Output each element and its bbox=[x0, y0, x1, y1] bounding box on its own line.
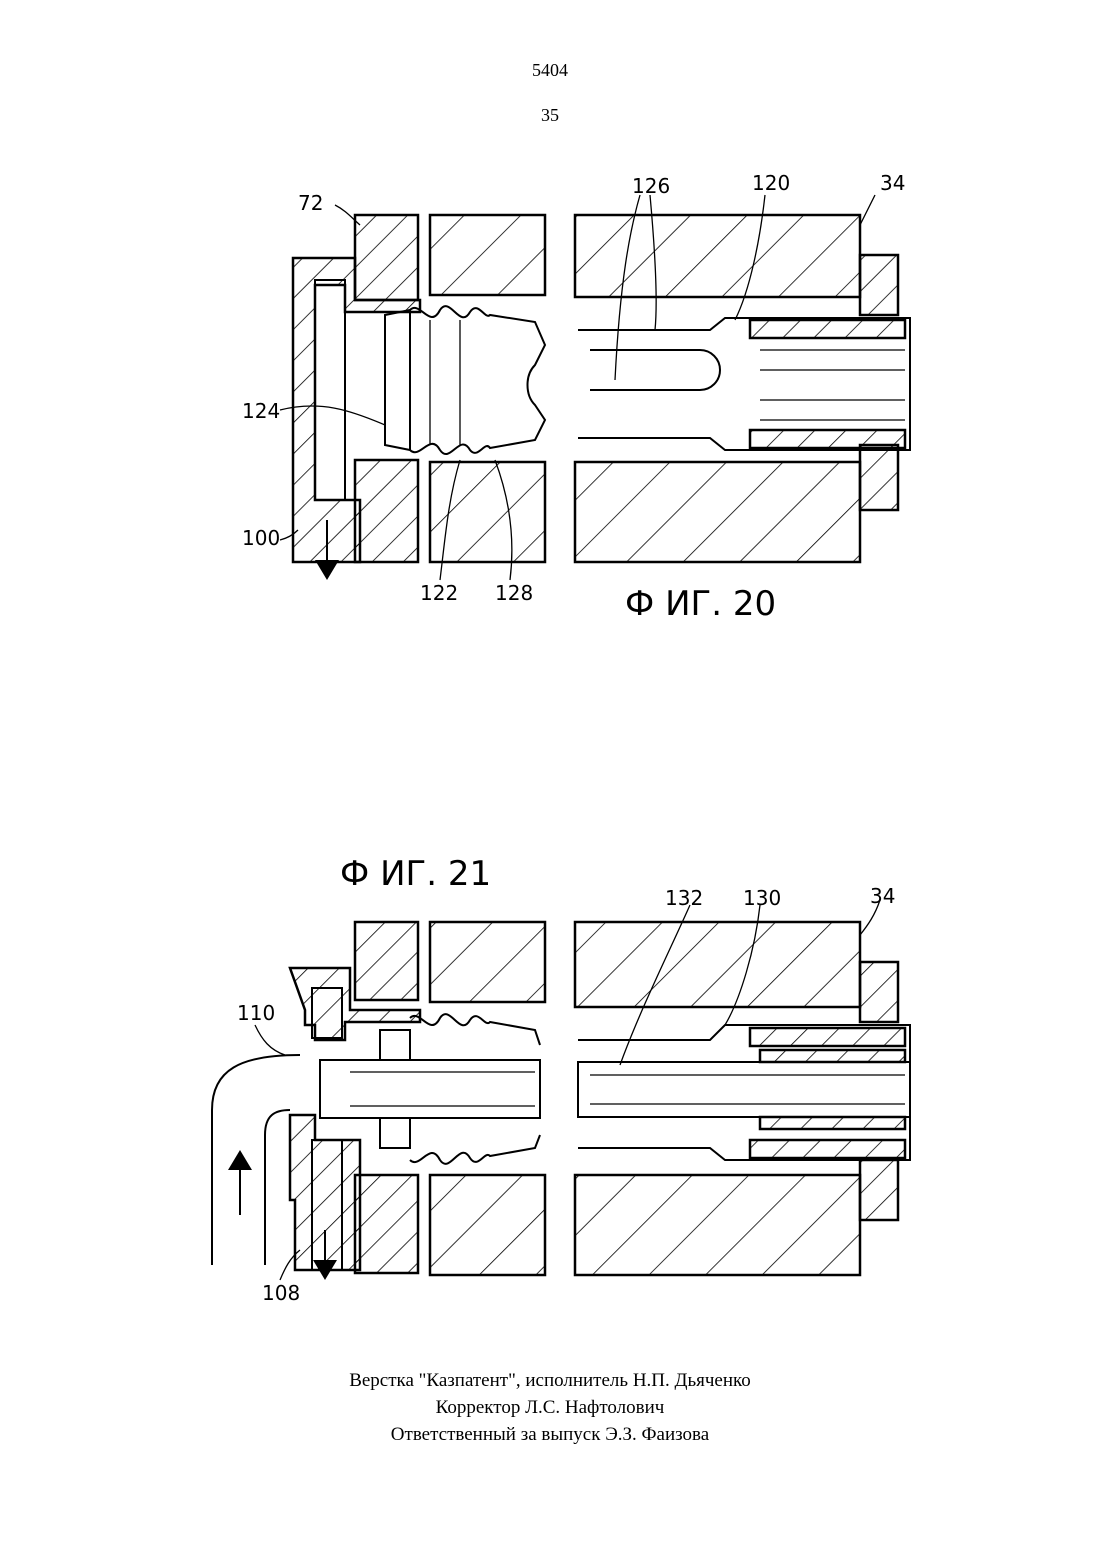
fig21-bellows-bottom bbox=[410, 1135, 540, 1164]
figure-21-drawing bbox=[212, 900, 910, 1280]
label-110: 110 bbox=[237, 1001, 275, 1025]
fig21-right-lower bbox=[575, 1175, 860, 1275]
label-72: 72 bbox=[298, 191, 323, 215]
fig21-tube-wall-bottom bbox=[750, 1140, 905, 1158]
fig21-inner-wall-top bbox=[760, 1050, 905, 1062]
fig21-bellows-top bbox=[410, 1014, 540, 1045]
label-124: 124 bbox=[242, 399, 280, 423]
fig21-right-upper bbox=[575, 922, 860, 1007]
label-126: 126 bbox=[632, 174, 670, 198]
label-108: 108 bbox=[262, 1281, 300, 1305]
label-120: 120 bbox=[752, 171, 790, 195]
figure-20-caption: Ф ИГ. 20 bbox=[625, 584, 776, 624]
label-100: 100 bbox=[242, 526, 280, 550]
fig20-right-lower bbox=[575, 462, 860, 562]
label-34-fig20: 34 bbox=[880, 171, 905, 195]
fig20-housing-upper bbox=[860, 255, 898, 315]
fig20-mid-lower bbox=[430, 462, 545, 562]
label-130: 130 bbox=[743, 886, 781, 910]
fig21-housing-lower bbox=[860, 1160, 898, 1220]
footer-responsible: Ответственный за выпуск Э.З. Фаизова bbox=[0, 1424, 1100, 1446]
fig20-mid-upper bbox=[430, 215, 545, 295]
fig21-housing-upper bbox=[860, 962, 898, 1022]
footer-proofreader: Корректор Л.С. Нафтолович bbox=[0, 1397, 1100, 1419]
fig20-tube-wall-bottom bbox=[750, 430, 905, 448]
fig21-shaft bbox=[320, 1060, 540, 1118]
fig20-clamp-upper bbox=[355, 215, 418, 300]
fig21-clamp-upper bbox=[355, 922, 418, 1000]
fig21-inner-tube bbox=[578, 1062, 910, 1117]
fig20-slot bbox=[590, 350, 720, 390]
fig21-tube-wall-top bbox=[750, 1028, 905, 1046]
label-122: 122 bbox=[420, 581, 458, 605]
fig20-clamp-lower bbox=[355, 460, 418, 562]
fig20-channel bbox=[315, 280, 345, 500]
fig21-ring-bottom bbox=[380, 1118, 410, 1148]
footer-typesetting: Верстка "Казпатент", исполнитель Н.П. Дь… bbox=[0, 1370, 1100, 1392]
figure-21-caption: Ф ИГ. 21 bbox=[340, 854, 491, 894]
fig20-tube-wall-top bbox=[750, 320, 905, 338]
fig20-right-upper bbox=[575, 215, 860, 297]
figure-20-drawing bbox=[280, 195, 910, 580]
fig21-ring-top bbox=[380, 1030, 410, 1060]
label-128: 128 bbox=[495, 581, 533, 605]
fig21-mid-upper bbox=[430, 922, 545, 1002]
label-34-fig21: 34 bbox=[870, 884, 895, 908]
fig21-clamp-lower bbox=[355, 1175, 418, 1273]
fig21-mid-lower bbox=[430, 1175, 545, 1275]
fig21-elbow-outer bbox=[212, 1055, 300, 1265]
label-132: 132 bbox=[665, 886, 703, 910]
fig20-housing-lower bbox=[860, 445, 898, 510]
fig21-elbow-inner bbox=[265, 1110, 290, 1265]
fig20-ring bbox=[385, 310, 410, 450]
fig21-inner-wall-bottom bbox=[760, 1117, 905, 1129]
